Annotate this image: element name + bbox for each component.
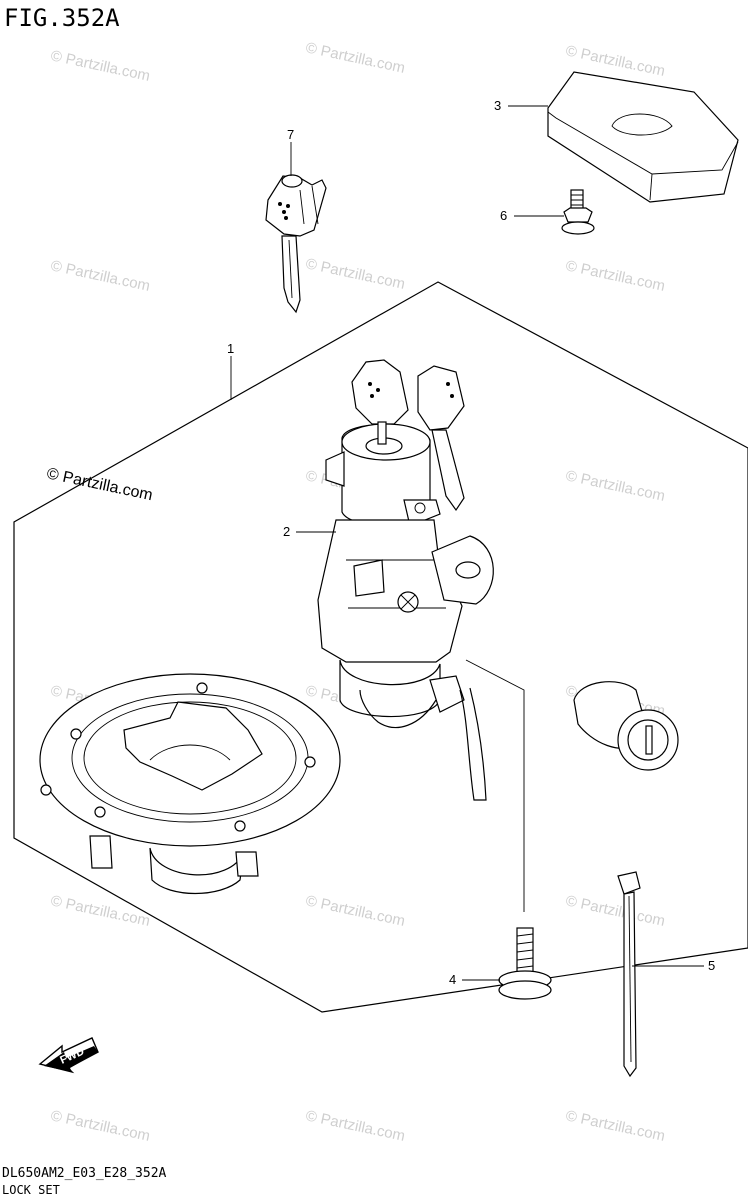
- watermark: © Partzilla.com: [304, 892, 406, 930]
- watermark: © Partzilla.com: [49, 1107, 151, 1145]
- callout-6: 6: [500, 208, 507, 223]
- callout-7: 7: [287, 127, 294, 142]
- lock-cylinder-part: [573, 681, 679, 771]
- key-part: [265, 174, 327, 314]
- cover-part: [547, 71, 739, 203]
- watermark: © Partzilla.com: [304, 1107, 406, 1145]
- watermark: © Partzilla.com: [49, 257, 151, 295]
- bolt-large-part: [498, 927, 552, 1000]
- watermark: © Partzilla.com: [304, 255, 406, 293]
- figure-name: LOCK SET: [2, 1183, 60, 1197]
- watermark: © Partzilla.com: [564, 257, 666, 295]
- callout-2: 2: [283, 524, 290, 539]
- callout-3: 3: [494, 98, 501, 113]
- watermark: © Partzilla.com: [49, 892, 151, 930]
- figure-title: FIG.352A: [4, 4, 120, 32]
- callouts: 7 3 6 1 2 4 5: [227, 98, 715, 987]
- watermark: © Partzilla.com: [304, 39, 406, 77]
- watermark-main: © Partzilla.com: [45, 465, 154, 504]
- set-outline: [13, 281, 748, 1013]
- watermark: © Partzilla.com: [49, 47, 151, 85]
- fuel-cap-part: [39, 673, 341, 894]
- cable-tie-part: [617, 871, 641, 1078]
- figure-code: DL650AM2_E03_E28_352A: [2, 1166, 167, 1181]
- fwd-arrow: FWD: [38, 1037, 99, 1074]
- watermark: © Partzilla.com: [564, 892, 666, 930]
- callout-5: 5: [708, 958, 715, 973]
- leader-line: [465, 659, 525, 912]
- callout-4: 4: [449, 972, 456, 987]
- watermark: © Partzilla.com: [564, 1107, 666, 1145]
- ignition-switch-part: [317, 359, 494, 801]
- watermark: © Partzilla.com: [564, 467, 666, 505]
- callout-1: 1: [227, 341, 234, 356]
- bolt-small-part: [561, 189, 595, 235]
